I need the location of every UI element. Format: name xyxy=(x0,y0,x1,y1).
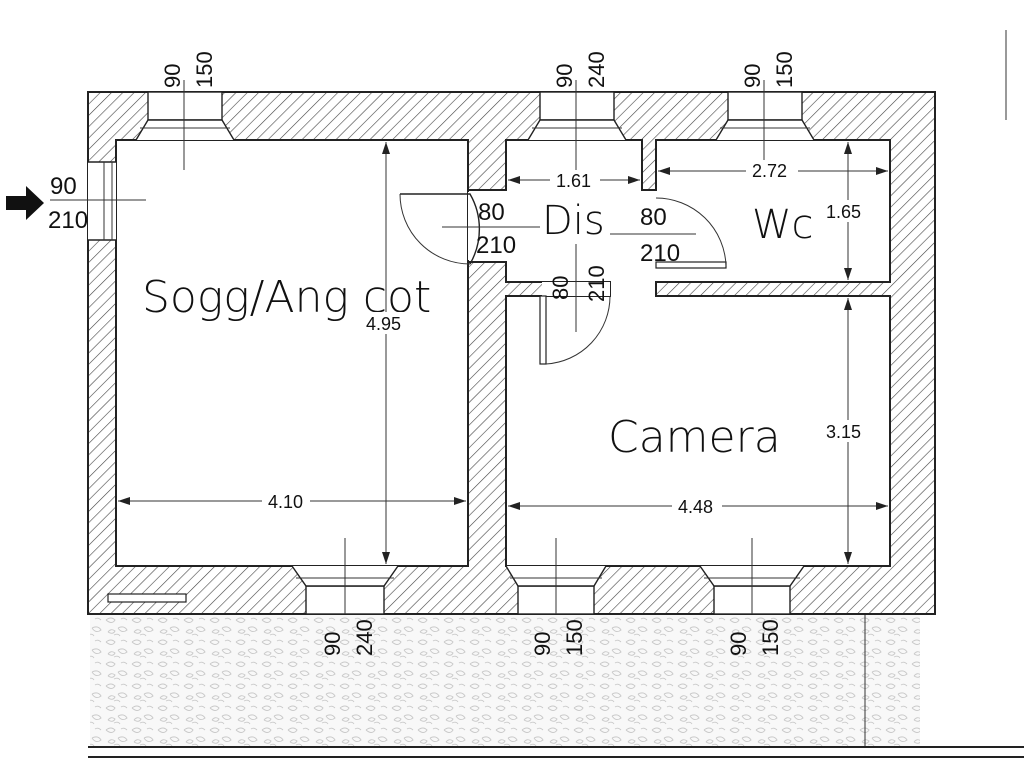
entrance-arrow-icon xyxy=(6,186,44,220)
dis-door-right xyxy=(655,197,727,269)
entrance-door-height: 210 xyxy=(48,207,88,234)
entrance-gap xyxy=(88,162,116,240)
top-window-3 xyxy=(715,80,815,170)
top-window-1 xyxy=(135,80,235,170)
dis-door-right-gap xyxy=(642,198,656,268)
dim-label-camera-width: 4.48 xyxy=(678,497,713,517)
bottom-window-2 xyxy=(505,538,607,615)
bottom-window-2-width: 90 xyxy=(530,632,555,656)
dis-door-left-height: 210 xyxy=(476,232,516,259)
garden-area xyxy=(90,614,920,746)
dis-door-left xyxy=(399,193,480,265)
top-window-2-height: 240 xyxy=(584,51,609,88)
dim-label-dis-width: 1.61 xyxy=(556,171,591,191)
room-label-camera: Camera xyxy=(608,412,781,463)
dim-label-wc-width: 2.72 xyxy=(752,161,787,181)
bottom-window-2-height: 150 xyxy=(562,619,587,656)
camera-door-height: 210 xyxy=(584,265,609,302)
top-window-3-width: 90 xyxy=(740,64,765,88)
bottom-window-1-height: 240 xyxy=(352,619,377,656)
room-label-dis: Dis xyxy=(542,198,605,244)
top-window-1-width: 90 xyxy=(160,64,185,88)
top-window-2 xyxy=(527,80,627,170)
entrance-door-width: 90 xyxy=(50,173,77,200)
bottom-window-3 xyxy=(699,538,805,615)
dim-label-camera-height: 3.15 xyxy=(826,422,861,442)
bottom-window-3-height: 150 xyxy=(758,619,783,656)
top-window-3-height: 150 xyxy=(772,51,797,88)
camera-door-width: 80 xyxy=(548,276,573,300)
bottom-window-1-width: 90 xyxy=(320,632,345,656)
top-window-2-width: 90 xyxy=(552,64,577,88)
bottom-window-1 xyxy=(291,538,399,615)
camera-door xyxy=(539,295,611,365)
bottom-window-3-width: 90 xyxy=(726,632,751,656)
dim-label-wc-height: 1.65 xyxy=(826,202,861,222)
dim-label-soggiorno-height: 4.95 xyxy=(366,314,401,334)
dim-soggiorno-height xyxy=(382,142,390,564)
dis-door-right-height: 210 xyxy=(640,240,680,267)
walls xyxy=(87,91,936,615)
room-label-wc: Wc xyxy=(752,202,814,248)
top-window-1-height: 150 xyxy=(192,51,217,88)
dis-door-left-width: 80 xyxy=(478,199,505,226)
dim-label-soggiorno-width: 4.10 xyxy=(268,492,303,512)
dis-door-right-width: 80 xyxy=(640,204,667,231)
wall-niche xyxy=(107,593,187,603)
